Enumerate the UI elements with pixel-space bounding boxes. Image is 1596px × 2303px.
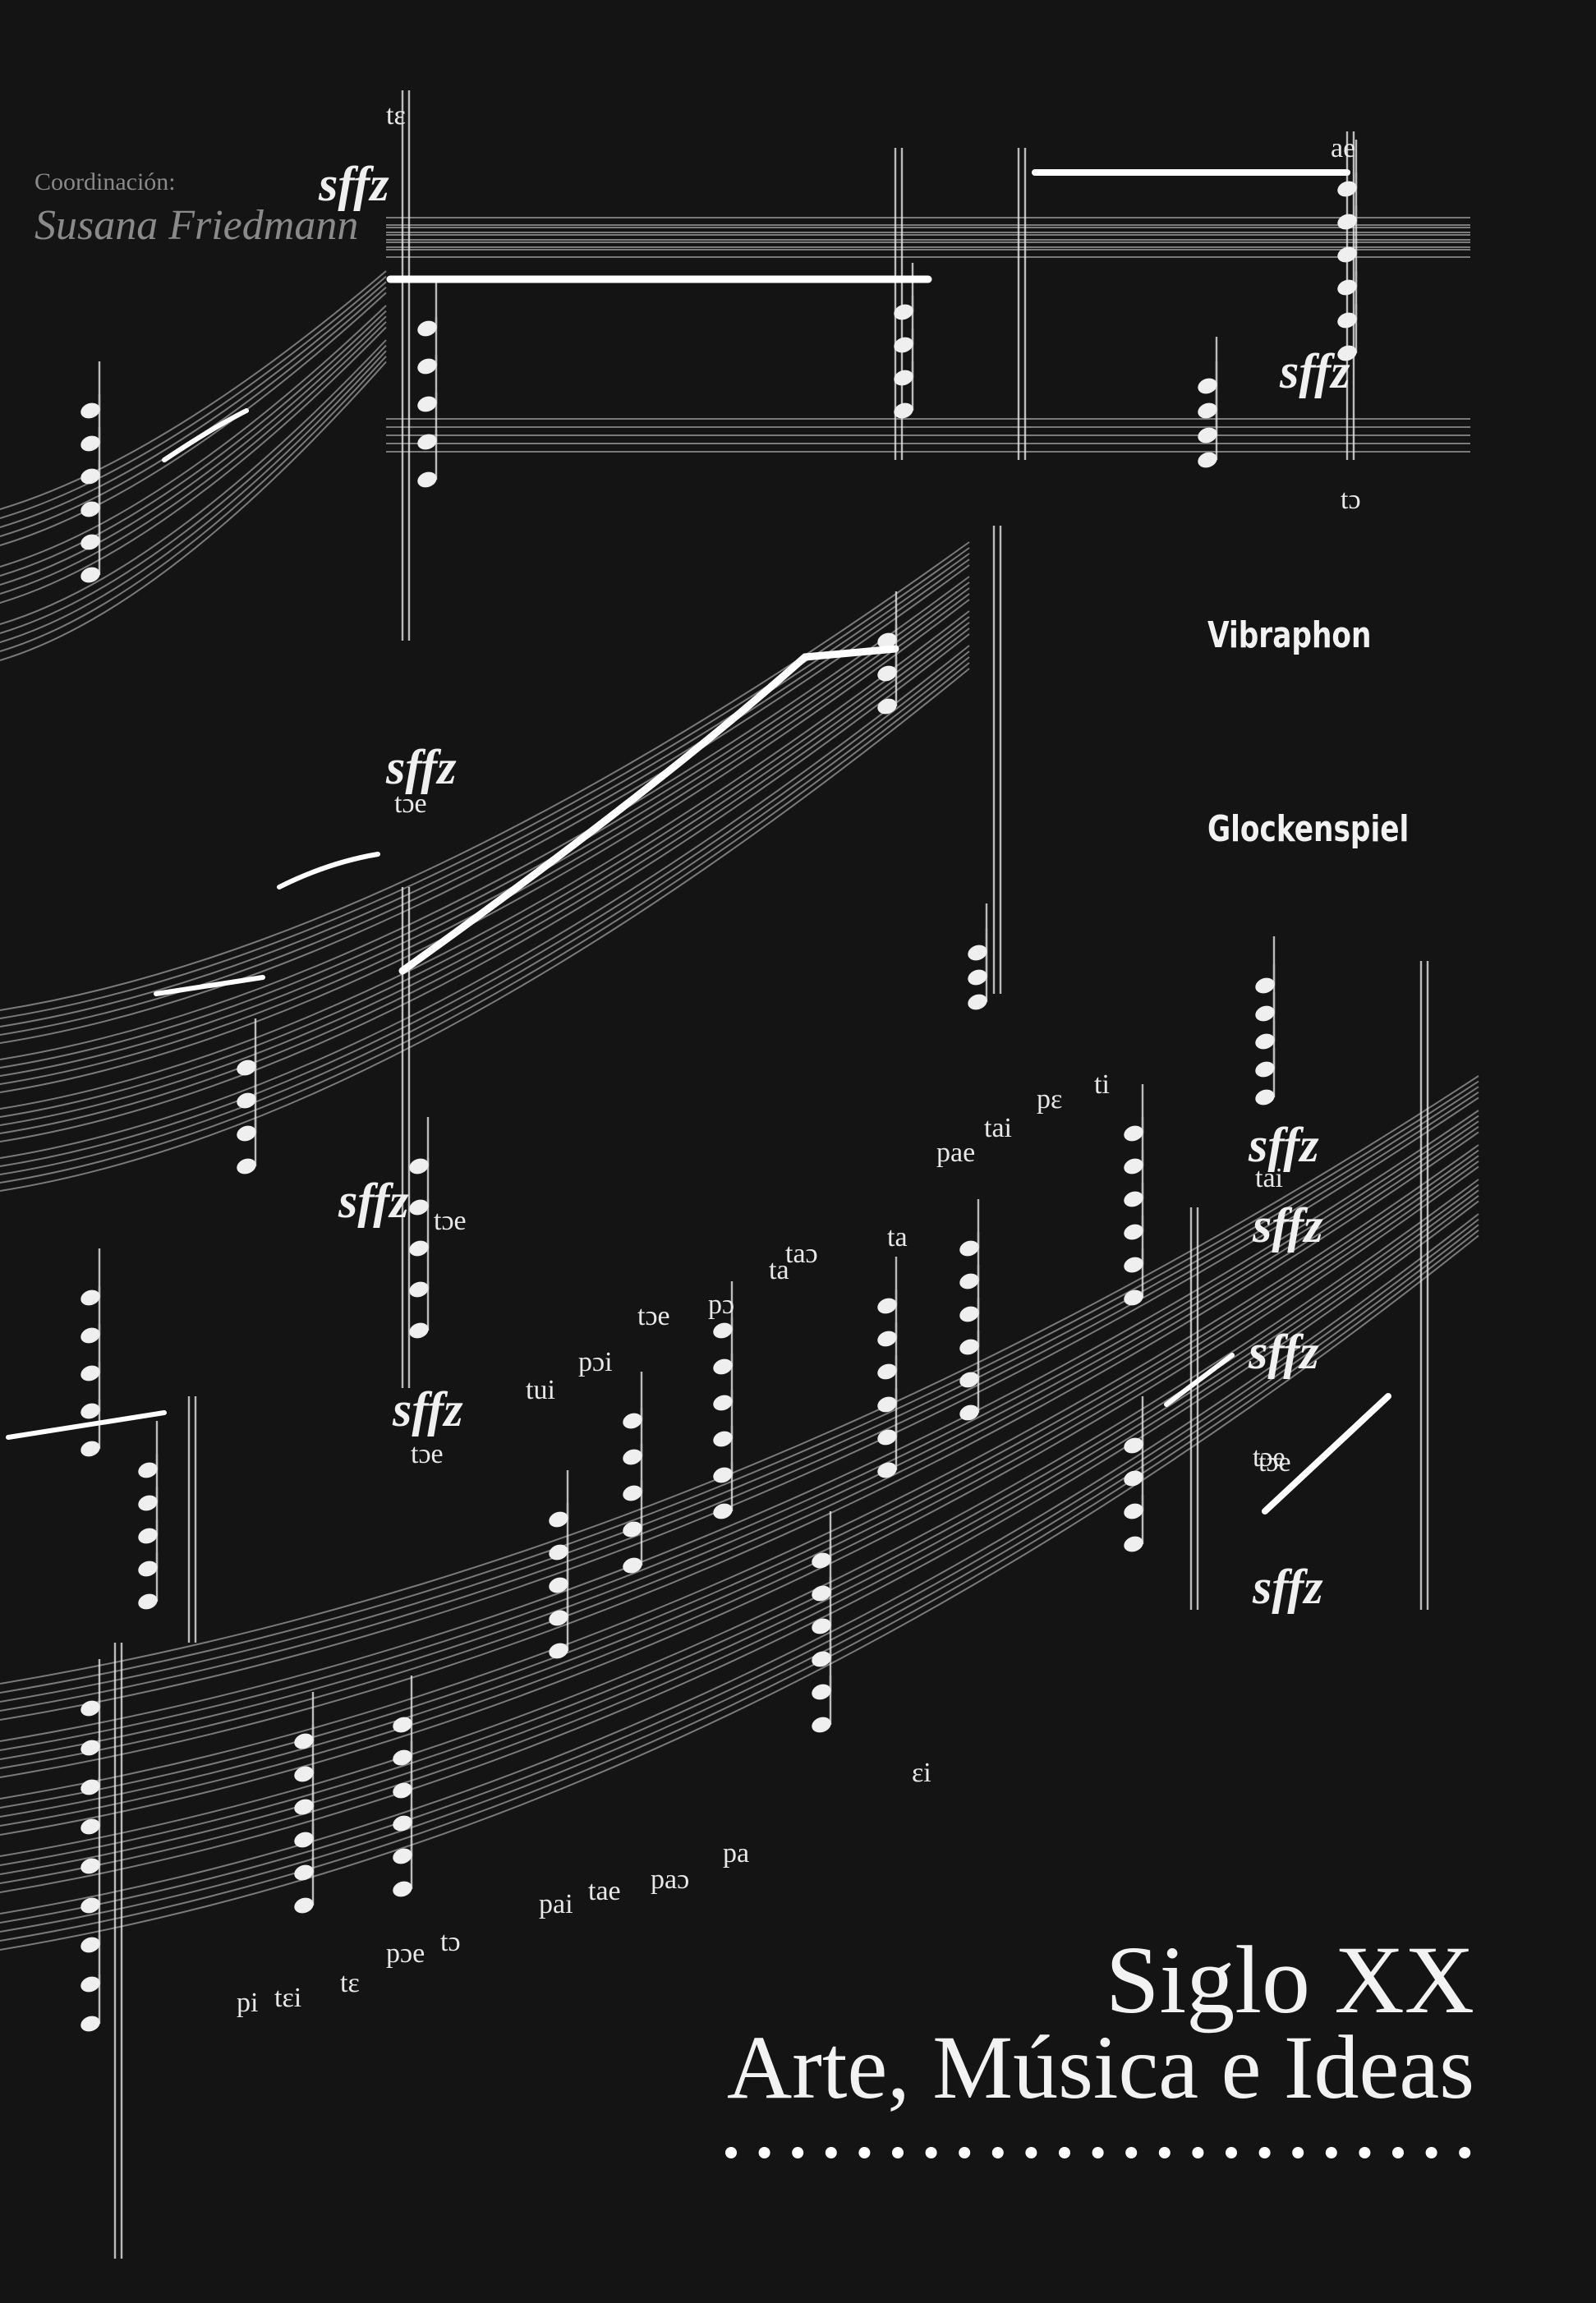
vocal-syllable: tɔe: [394, 788, 427, 819]
vocal-syllable: tɔe: [1258, 1447, 1291, 1478]
instrument-label-glockenspiel: Glockenspiel: [1207, 808, 1410, 850]
vocal-syllable: pɔi: [578, 1347, 613, 1377]
vocal-syllable: tui: [526, 1375, 555, 1405]
vocal-syllable: pa: [723, 1838, 750, 1869]
dynamic-mark: sffz: [386, 740, 457, 794]
vocal-syllable: pae: [936, 1138, 976, 1168]
title-line-2: Arte, Música e Ideas: [726, 2017, 1474, 2117]
book-title: Siglo XX Arte, Música e Ideas: [726, 1926, 1474, 2117]
vocal-syllable: tɔe: [637, 1301, 670, 1331]
vocal-syllable: tɔe: [411, 1439, 444, 1469]
credit-name: Susana Friedmann: [34, 202, 359, 249]
vocal-syllable: tε: [386, 100, 406, 131]
vocal-syllable: ta: [887, 1222, 908, 1253]
dotted-rule: [725, 2147, 1471, 2158]
vocal-syllable: tεi: [274, 1983, 302, 2013]
title-line-1: Siglo XX: [1105, 1926, 1474, 2034]
vocal-syllable: tɔ: [1341, 485, 1361, 515]
vocal-syllable: pai: [539, 1889, 573, 1919]
vocal-syllable: paɔ: [651, 1864, 690, 1895]
vocal-syllable: ta: [769, 1255, 789, 1285]
vocal-syllable: tɔ: [440, 1927, 461, 1957]
vocal-syllable: tai: [1255, 1163, 1283, 1193]
vocal-syllable: pɔ: [708, 1289, 735, 1320]
dynamic-mark: sffz: [393, 1382, 463, 1437]
dynamic-mark: sffz: [1253, 1560, 1323, 1614]
vocal-syllable: ti: [1094, 1069, 1110, 1100]
dynamic-mark: sffz: [1249, 1118, 1319, 1172]
vocal-syllable: ae: [1331, 133, 1356, 163]
dynamic-mark: sffz: [319, 157, 389, 211]
vocal-syllable: tɔe: [434, 1206, 467, 1236]
vocal-syllable: εi: [912, 1758, 931, 1788]
dynamic-mark: sffz: [1253, 1198, 1323, 1253]
vocal-syllable: taɔ: [785, 1239, 818, 1269]
vocal-syllable: pɔe: [386, 1938, 425, 1969]
instrument-label-vibraphon: Vibraphon: [1207, 614, 1372, 656]
vocal-syllable: tɔe: [1253, 1442, 1286, 1473]
dynamic-mark: sffz: [1280, 344, 1350, 398]
credit-role: Coordinación:: [34, 168, 176, 195]
coordination-credit: Coordinación: Susana Friedmann: [34, 168, 358, 250]
vocal-syllable: tε: [340, 1968, 360, 1998]
vocal-syllable: pε: [1037, 1084, 1063, 1115]
dynamic-mark: sffz: [338, 1174, 409, 1228]
vocal-syllable: pi: [237, 1988, 259, 2018]
vocal-syllable: tai: [984, 1113, 1012, 1143]
vocal-syllable: tae: [588, 1876, 621, 1906]
dynamic-mark: sffz: [1249, 1325, 1319, 1379]
